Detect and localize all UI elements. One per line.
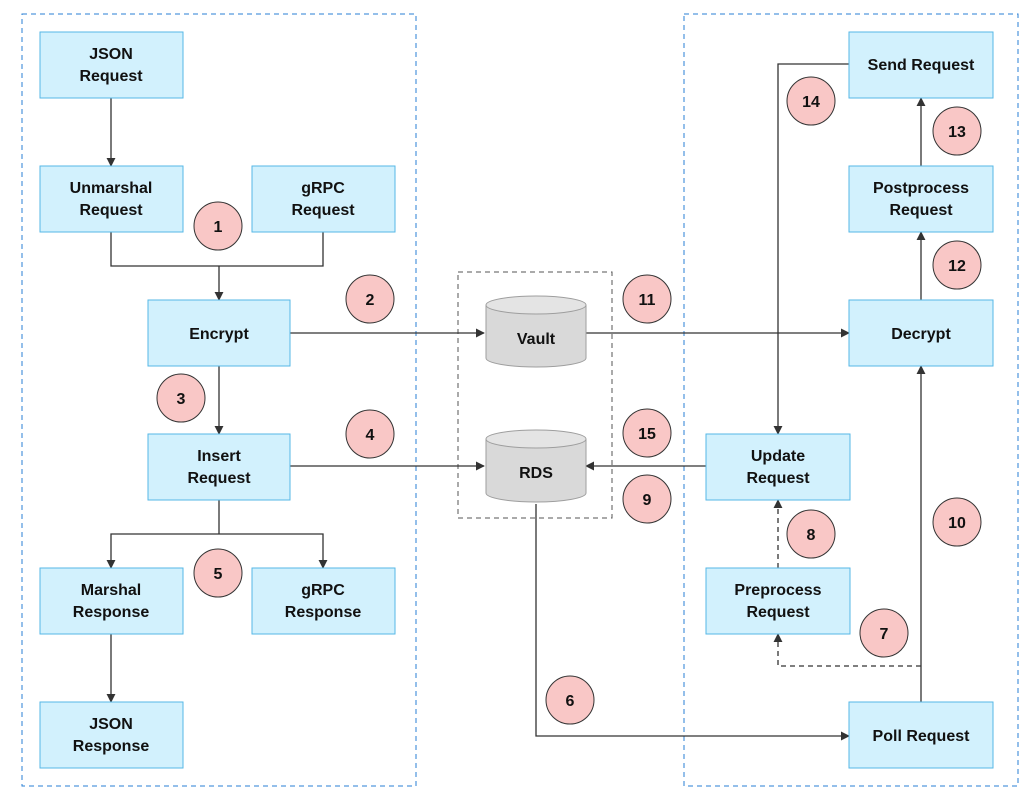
svg-text:5: 5 bbox=[214, 566, 223, 583]
left-service-group bbox=[21, 13, 417, 787]
grpc-response-node: gRPC Response bbox=[251, 567, 396, 635]
step-badge-8: 8 bbox=[786, 509, 836, 559]
svg-text:6: 6 bbox=[566, 693, 575, 710]
decrypt-label: Decrypt bbox=[891, 326, 951, 343]
edge-poll-to-preprocess bbox=[773, 633, 921, 667]
step-badge-6: 6 bbox=[545, 675, 595, 725]
step-badge-10: 10 bbox=[932, 497, 982, 547]
decrypt-node: Decrypt bbox=[848, 299, 994, 367]
grpc-request-line1: gRPC bbox=[301, 180, 345, 197]
edges bbox=[106, 63, 926, 741]
json-request-node: JSON Request bbox=[39, 31, 184, 99]
step-badge-1: 1 bbox=[193, 201, 243, 251]
svg-text:4: 4 bbox=[366, 427, 375, 444]
svg-text:2: 2 bbox=[366, 292, 375, 309]
rds-label: RDS bbox=[519, 465, 553, 482]
send-request-node: Send Request bbox=[848, 31, 994, 99]
marshal-line1: Marshal bbox=[81, 582, 141, 599]
step-badge-5: 5 bbox=[193, 548, 243, 598]
step-badge-3: 3 bbox=[156, 373, 206, 423]
postprocess-line1: Postprocess bbox=[873, 180, 969, 197]
step-badge-12: 12 bbox=[932, 240, 982, 290]
json-response-node: JSON Response bbox=[39, 701, 184, 769]
encrypt-label: Encrypt bbox=[189, 326, 249, 343]
grpc-request-node: gRPC Request bbox=[251, 165, 396, 233]
step-badge-15: 15 bbox=[622, 408, 672, 458]
postprocess-request-node: Postprocess Request bbox=[848, 165, 994, 233]
update-line1: Update bbox=[751, 448, 805, 465]
json-response-line1: JSON bbox=[89, 716, 133, 733]
step-badge-14: 14 bbox=[786, 76, 836, 126]
svg-text:15: 15 bbox=[638, 426, 656, 443]
step-badge-11: 11 bbox=[622, 274, 672, 324]
svg-text:13: 13 bbox=[948, 124, 966, 141]
svg-text:7: 7 bbox=[880, 626, 889, 643]
marshal-response-node: Marshal Response bbox=[39, 567, 184, 635]
svg-text:9: 9 bbox=[643, 492, 652, 509]
postprocess-line2: Request bbox=[889, 202, 953, 219]
json-response-line2: Response bbox=[73, 738, 150, 755]
step-badge-7: 7 bbox=[859, 608, 909, 658]
json-request-line1: JSON bbox=[89, 46, 133, 63]
svg-text:8: 8 bbox=[807, 527, 816, 544]
vault-database: Vault bbox=[485, 295, 587, 368]
update-line2: Request bbox=[746, 470, 810, 487]
step-badge-2: 2 bbox=[345, 274, 395, 324]
insert-request-node: Insert Request bbox=[147, 433, 291, 501]
edge-split-to-grpc-response bbox=[219, 533, 328, 569]
edge-send-to-update bbox=[773, 63, 849, 435]
poll-request-label: Poll Request bbox=[873, 728, 971, 745]
marshal-line2: Response bbox=[73, 604, 150, 621]
svg-text:11: 11 bbox=[639, 292, 656, 309]
step-badge-4: 4 bbox=[345, 409, 395, 459]
unmarshal-line2: Request bbox=[79, 202, 143, 219]
preprocess-request-node: Preprocess Request bbox=[705, 567, 851, 635]
edge-split-to-marshal bbox=[106, 533, 219, 569]
step-badge-13: 13 bbox=[932, 106, 982, 156]
vault-label: Vault bbox=[517, 331, 556, 348]
grpc-request-line2: Request bbox=[291, 202, 355, 219]
svg-text:10: 10 bbox=[948, 515, 966, 532]
preprocess-line2: Request bbox=[746, 604, 810, 621]
step-badge-9: 9 bbox=[622, 474, 672, 524]
storage-group bbox=[457, 271, 613, 519]
right-worker-group bbox=[683, 13, 1019, 787]
send-request-label: Send Request bbox=[868, 57, 975, 74]
edge-rds-to-poll bbox=[535, 504, 850, 741]
svg-text:3: 3 bbox=[177, 391, 186, 408]
insert-line1: Insert bbox=[197, 448, 241, 465]
unmarshal-line1: Unmarshal bbox=[70, 180, 153, 197]
poll-request-node: Poll Request bbox=[848, 701, 994, 769]
unmarshal-request-node: Unmarshal Request bbox=[39, 165, 184, 233]
json-request-line2: Request bbox=[79, 68, 143, 85]
update-request-node: Update Request bbox=[705, 433, 851, 501]
svg-text:14: 14 bbox=[802, 94, 820, 111]
insert-line2: Request bbox=[187, 470, 251, 487]
grpc-response-line2: Response bbox=[285, 604, 362, 621]
grpc-response-line1: gRPC bbox=[301, 582, 345, 599]
svg-text:12: 12 bbox=[948, 258, 966, 275]
preprocess-line1: Preprocess bbox=[734, 582, 821, 599]
encrypt-node: Encrypt bbox=[147, 299, 291, 367]
rds-database: RDS bbox=[485, 429, 587, 503]
svg-text:1: 1 bbox=[214, 219, 223, 236]
edge-unmarshal-merge bbox=[110, 232, 324, 267]
